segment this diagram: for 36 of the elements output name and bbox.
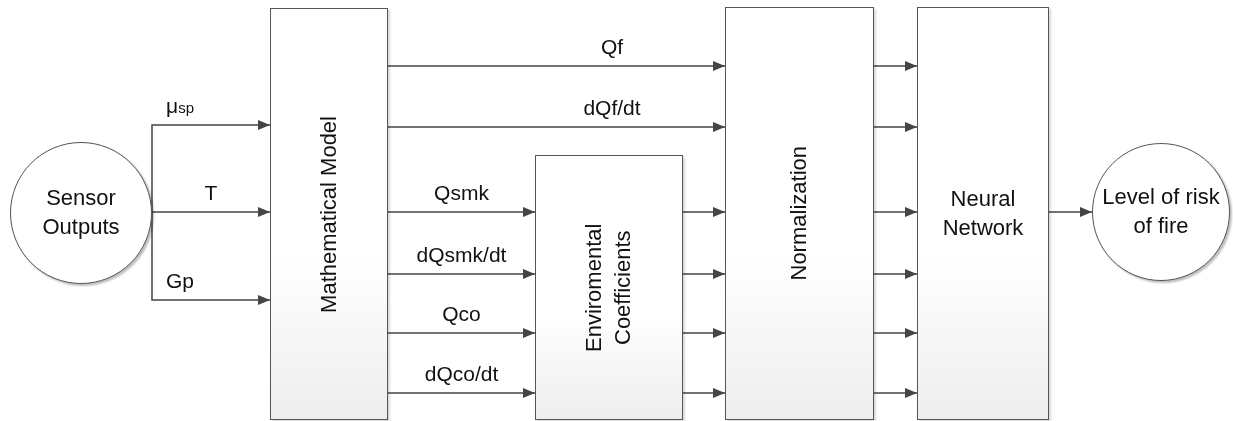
edge-label: Qsmk	[434, 181, 489, 205]
arrow	[387, 269, 536, 279]
process-box	[270, 8, 388, 420]
node-label: Mathematical Model	[314, 115, 342, 313]
arrow	[873, 122, 918, 132]
arrow	[873, 328, 918, 338]
edge-label: dQco/dt	[424, 362, 499, 386]
arrow	[873, 61, 918, 71]
process-box	[917, 7, 1049, 420]
node-label: Enviromental Coefficients	[580, 222, 636, 354]
node-label: Normalization	[785, 146, 813, 281]
arrow	[387, 328, 536, 338]
node-label: Neural Network	[941, 184, 1025, 242]
arrow	[682, 207, 726, 217]
process-box	[725, 7, 874, 420]
edge-label: dQsmk/dt	[416, 243, 507, 267]
edge-label: dQf/dt	[583, 96, 641, 120]
edge-label: Qco	[442, 302, 481, 326]
edge-label: T	[204, 181, 218, 205]
node-label: Sensor Outputs	[41, 184, 121, 241]
arrow	[873, 207, 918, 217]
process-box	[535, 155, 683, 420]
arrow	[682, 388, 726, 398]
edge-label: Gp	[166, 269, 194, 293]
node-label: Level of risk of fire	[1101, 183, 1221, 240]
arrow	[151, 207, 271, 217]
arrow	[387, 61, 726, 71]
arrow	[682, 328, 726, 338]
arrow	[387, 207, 536, 217]
arrow	[387, 388, 536, 398]
arrow	[873, 388, 918, 398]
edge-label: Qf	[600, 35, 624, 59]
arrow	[387, 122, 726, 132]
arrow	[1048, 207, 1093, 217]
arrow	[873, 269, 918, 279]
arrow	[682, 269, 726, 279]
